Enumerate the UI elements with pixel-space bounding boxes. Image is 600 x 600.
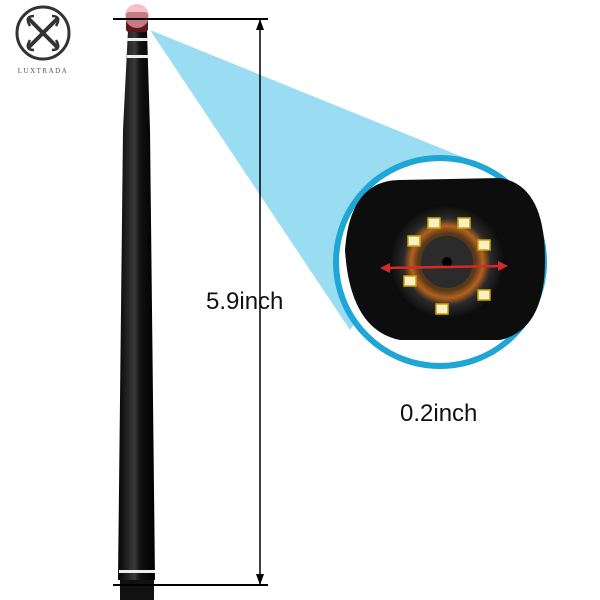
endoscope-probe bbox=[118, 4, 155, 600]
brand-name: LUXTRADA bbox=[17, 67, 69, 75]
length-label: 5.9inch bbox=[206, 288, 284, 315]
lens-closeup bbox=[333, 155, 547, 369]
diameter-label: 0.2inch bbox=[400, 400, 478, 427]
brand-logo bbox=[15, 5, 71, 61]
length-dimension bbox=[113, 18, 268, 586]
